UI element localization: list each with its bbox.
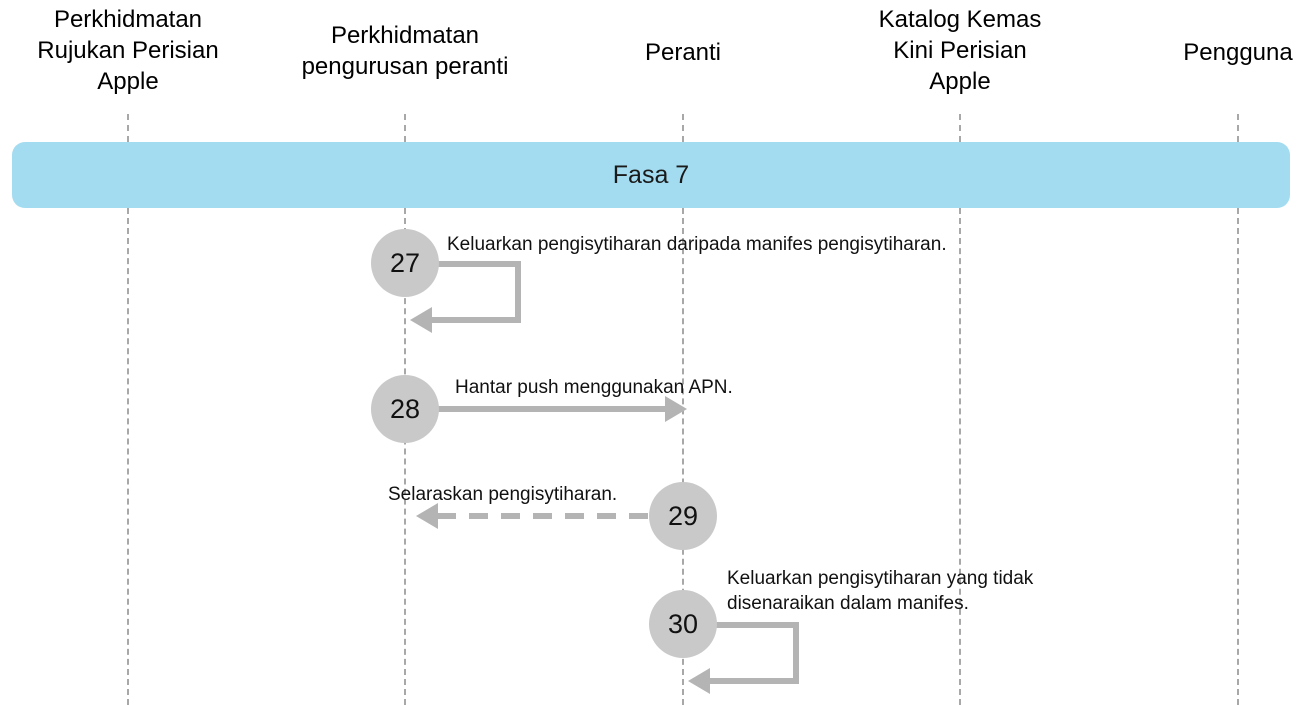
step-circle-29[interactable]: 29: [649, 482, 717, 550]
lifeline-line-user-top: [1237, 114, 1239, 142]
lifeline-line-device-management-service-top: [404, 114, 406, 142]
phase-banner-label: Fasa 7: [612, 160, 690, 189]
step-circle-27[interactable]: 27: [371, 229, 439, 297]
lifeline-line-apple-software-update-catalog: [959, 208, 961, 705]
lifeline-line-apple-software-lookup-top: [127, 114, 129, 142]
step-label-30: Keluarkan pengisytiharan yang tidak dise…: [727, 568, 1034, 614]
lifeline-line-apple-software-update-catalog-top: [959, 114, 961, 142]
step-circle-28[interactable]: 28: [371, 375, 439, 443]
step-circle-30[interactable]: 30: [649, 590, 717, 658]
step-label-29: Selaraskan pengisytiharan.: [388, 484, 618, 505]
lifeline-header-user: Pengguna: [1183, 39, 1293, 66]
lifeline-line-apple-software-lookup: [127, 208, 129, 705]
lifeline-line-device: [682, 208, 684, 705]
lifeline-line-device-management-service: [404, 208, 406, 705]
lifeline-header-device-management-service: Perkhidmatan pengurusan peranti: [301, 22, 509, 80]
lifeline-header-apple-software-lookup: Perkhidmatan Rujukan Perisian Apple: [37, 6, 219, 95]
phase-banner: Fasa 7: [12, 142, 1290, 208]
step-label-27: Keluarkan pengisytiharan daripada manife…: [447, 234, 947, 255]
lifeline-header-apple-software-update-catalog: Katalog Kemas Kini Perisian Apple: [878, 6, 1042, 95]
lifeline-header-device: Peranti: [644, 39, 722, 66]
step-label-28: Hantar push menggunakan APN.: [455, 377, 733, 398]
lifeline-line-user: [1237, 208, 1239, 705]
lifeline-line-device-top: [682, 114, 684, 142]
